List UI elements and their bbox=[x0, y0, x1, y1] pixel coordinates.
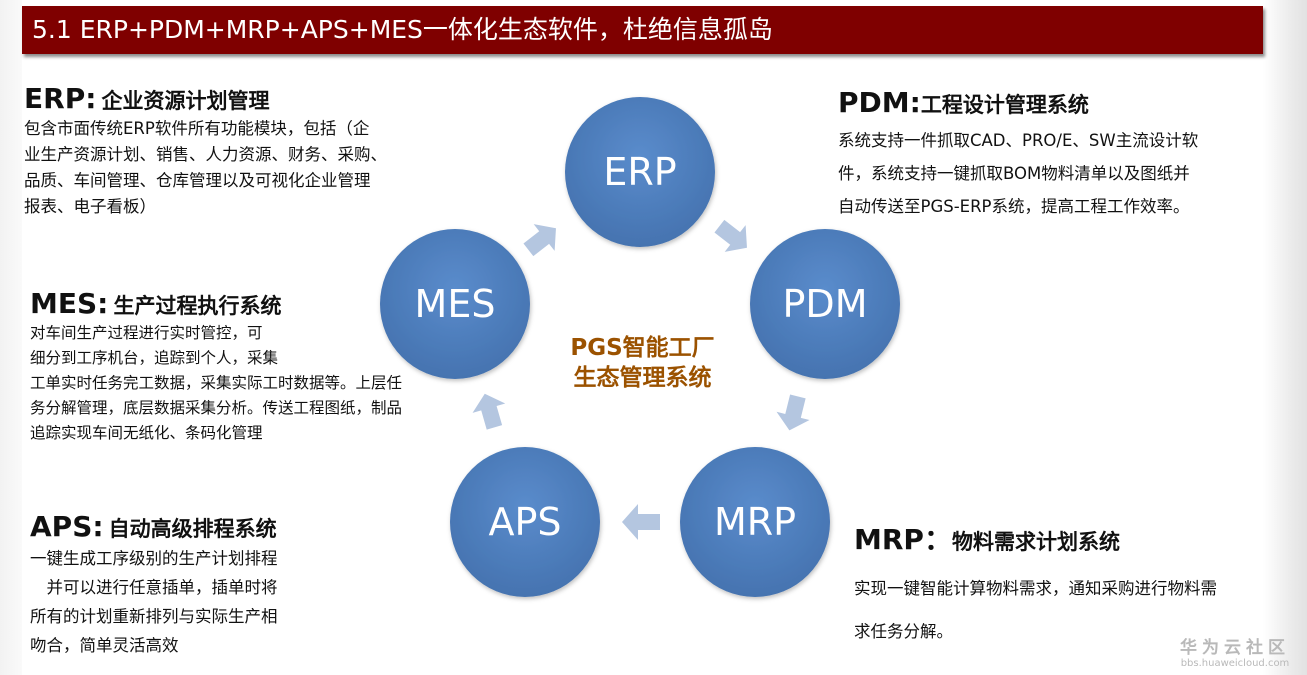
aps-text-line: 所有的计划重新排列与实际生产相 bbox=[30, 607, 278, 626]
watermark: 华为云社区 bbs.huaweicloud.com bbox=[1180, 633, 1290, 669]
mes-text-line: 工单实时任务完工数据，采集实际工时数据等。上层任 bbox=[30, 374, 403, 392]
aps-text-line: 吻合，简单灵活高效 bbox=[30, 636, 179, 655]
pdm-description: PDM:工程设计管理系统 系统支持一件抓取CAD、PRO/E、SW主流设计软 件… bbox=[838, 86, 1198, 223]
node-pdm-label: PDM bbox=[783, 282, 868, 326]
pdm-text-line: 自动传送至PGS-ERP系统，提高工程工作效率。 bbox=[838, 197, 1190, 216]
aps-subtitle: 自动高级排程系统 bbox=[108, 517, 277, 541]
mes-subtitle: 生产过程执行系统 bbox=[113, 294, 282, 318]
erp-text-line: 业生产资源计划、销售、人力资源、财务、采购、 bbox=[24, 145, 387, 164]
center-caption-line-2: 生态管理系统 bbox=[573, 365, 712, 391]
pdm-subtitle: 工程设计管理系统 bbox=[920, 93, 1089, 117]
arrow-pdm-to-mrp bbox=[776, 394, 810, 431]
mrp-description: MRP：物料需求计划系统 实现一键智能计算物料需求，通知采购进行物料需 求任务分… bbox=[854, 523, 1217, 653]
cycle-arrows bbox=[472, 219, 810, 540]
watermark-url: bbs.huaweicloud.com bbox=[1180, 658, 1290, 669]
arrow-aps-to-mes bbox=[472, 393, 506, 430]
mes-text-line: 对车间生产过程进行实时管控，可 bbox=[30, 324, 263, 342]
arrow-mrp-to-aps bbox=[622, 504, 660, 540]
node-mes-label: MES bbox=[415, 282, 496, 326]
mes-text-line: 细分到工序机台，追踪到个人，采集 bbox=[30, 349, 279, 367]
node-mrp-label: MRP bbox=[714, 500, 796, 544]
aps-description: APS: 自动高级排程系统 一键生成工序级别的生产计划排程 并可以进行任意插单，… bbox=[30, 510, 278, 660]
node-mes: MES bbox=[380, 229, 530, 379]
mes-text-line: 追踪实现车间无纸化、条码化管理 bbox=[30, 424, 263, 442]
mrp-text-line: 求任务分解。 bbox=[854, 622, 953, 641]
arrow-erp-to-pdm bbox=[714, 219, 747, 252]
erp-description: ERP: 企业资源计划管理 包含市面传统ERP软件所有功能模块，包括（企 业生产… bbox=[24, 82, 387, 220]
node-pdm: PDM bbox=[750, 229, 900, 379]
slide-frame-right bbox=[1263, 0, 1307, 675]
node-aps: APS bbox=[450, 447, 600, 597]
aps-heading: APS: bbox=[30, 510, 104, 543]
center-caption-line-1: PGS智能工厂 bbox=[570, 335, 715, 361]
node-aps-label: APS bbox=[488, 500, 561, 544]
mrp-text-line: 实现一键智能计算物料需求，通知采购进行物料需 bbox=[854, 579, 1217, 598]
aps-text-line: 并可以进行任意插单，插单时将 bbox=[30, 578, 278, 597]
aps-text-line: 一键生成工序级别的生产计划排程 bbox=[30, 549, 278, 568]
erp-heading: ERP: bbox=[24, 82, 97, 115]
erp-text-line: 品质、车间管理、仓库管理以及可视化企业管理 bbox=[24, 171, 371, 190]
watermark-cn: 华为云社区 bbox=[1180, 638, 1290, 658]
pdm-heading: PDM: bbox=[838, 86, 921, 119]
erp-subtitle: 企业资源计划管理 bbox=[101, 89, 270, 113]
mes-description: MES: 生产过程执行系统 对车间生产过程进行实时管控，可 细分到工序机台，追踪… bbox=[30, 287, 402, 446]
pdm-text-line: 件，系统支持一键抓取BOM物料清单以及图纸并 bbox=[838, 164, 1190, 183]
node-mrp: MRP bbox=[680, 447, 830, 597]
slide-frame-left bbox=[0, 0, 22, 675]
pdm-text-line: 系统支持一件抓取CAD、PRO/E、SW主流设计软 bbox=[838, 131, 1199, 150]
node-erp: ERP bbox=[565, 97, 715, 247]
mes-text-line: 务分解管理，底层数据采集分析。传送工程图纸，制品 bbox=[30, 399, 403, 417]
node-erp-label: ERP bbox=[603, 150, 676, 194]
title-bar: 5.1 ERP+PDM+MRP+APS+MES一体化生态软件，杜绝信息孤岛 bbox=[22, 6, 1263, 54]
slide-title: 5.1 ERP+PDM+MRP+APS+MES一体化生态软件，杜绝信息孤岛 bbox=[32, 15, 773, 44]
mrp-subtitle: 物料需求计划系统 bbox=[951, 530, 1120, 554]
mes-heading: MES: bbox=[30, 287, 109, 320]
erp-text-line: 报表、电子看板） bbox=[24, 197, 156, 216]
center-caption: PGS智能工厂 生态管理系统 bbox=[555, 333, 730, 393]
arrow-mes-to-erp bbox=[523, 224, 556, 257]
erp-text-line: 包含市面传统ERP软件所有功能模块，包括（企 bbox=[24, 119, 370, 138]
mrp-heading: MRP： bbox=[854, 523, 952, 556]
